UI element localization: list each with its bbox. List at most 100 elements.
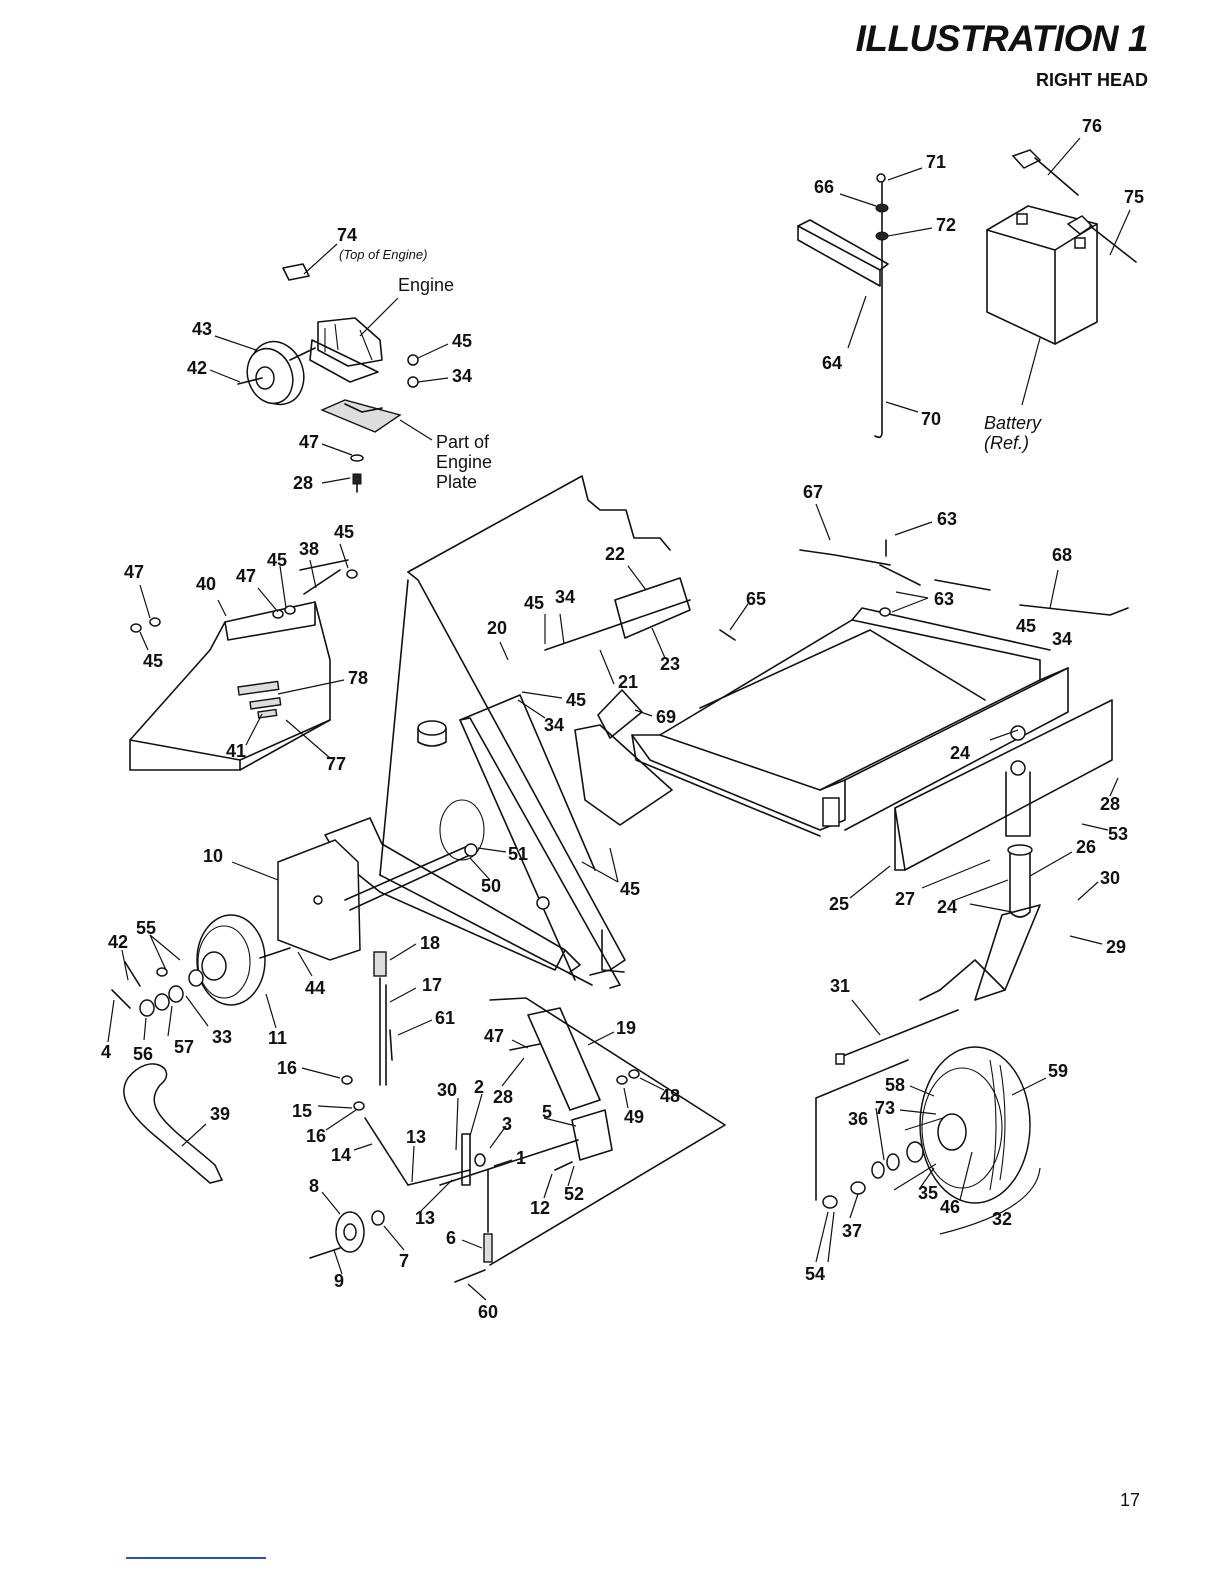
callout-43: 43 [192,319,212,339]
callout-48: 48 [660,1086,680,1106]
callout-57: 57 [174,1037,194,1057]
head-frame [277,475,673,989]
callout-51: 51 [508,844,528,864]
footer-rule [126,1557,266,1559]
callout-32: 32 [992,1209,1012,1229]
callout-7: 7 [399,1251,409,1271]
label-battery: Battery [984,413,1042,433]
callout-1: 1 [516,1148,526,1168]
callout-2: 2 [474,1077,484,1097]
callout-25: 25 [829,894,849,914]
callout-17: 17 [422,975,442,995]
callout-47: 47 [236,566,256,586]
callout-24: 24 [937,897,957,917]
callout-31: 31 [830,976,850,996]
callout-72: 72 [936,215,956,235]
idler-linkage [111,914,909,1283]
callout-45: 45 [452,331,472,351]
callout-73: 73 [875,1098,895,1118]
callout-50: 50 [481,876,501,896]
callout-19: 19 [616,1018,636,1038]
callout-26: 26 [1076,837,1096,857]
callout-28: 28 [1100,794,1120,814]
callout-29: 29 [1106,937,1126,957]
callout-23: 23 [660,654,680,674]
callout-44: 44 [305,978,325,998]
callout-37: 37 [842,1221,862,1241]
callout-78: 78 [348,668,368,688]
callout-9: 9 [334,1271,344,1291]
callout-47: 47 [484,1026,504,1046]
callout-11: 11 [268,1028,287,1048]
callout-63: 63 [934,589,954,609]
callout-18: 18 [420,933,440,953]
callout-12: 12 [530,1198,550,1218]
callout-35: 35 [918,1183,938,1203]
page-number: 17 [1120,1490,1141,1510]
callout-52: 52 [564,1184,584,1204]
callout-13: 13 [406,1127,426,1147]
callout-39: 39 [210,1104,230,1124]
callout-54: 54 [805,1264,825,1284]
callout-6: 6 [446,1228,456,1248]
callout-68: 68 [1052,545,1072,565]
callout-45: 45 [566,690,586,710]
callout-45: 45 [267,550,287,570]
tongue-frame [544,539,1129,1001]
callout-66: 66 [814,177,834,197]
callout-60: 60 [478,1302,498,1322]
callout-63: 63 [937,509,957,529]
illustration-subtitle: RIGHT HEAD [1036,70,1148,90]
callout-70: 70 [921,409,941,429]
label-top-of-engine: (Top of Engine) [339,247,427,262]
label-battery-ref: (Ref.) [984,433,1029,453]
callout-4: 4 [101,1042,111,1062]
callout-45: 45 [1016,616,1036,636]
callout-30: 30 [1100,868,1120,888]
callout-71: 71 [926,152,946,172]
callout-41: 41 [226,741,246,761]
callout-53: 53 [1108,824,1128,844]
callout-77: 77 [326,754,346,774]
callout-69: 69 [656,707,676,727]
callout-67: 67 [803,482,823,502]
wheel-assembly [822,1009,1031,1209]
callout-74: 74 [337,225,357,245]
callout-45: 45 [524,593,544,613]
callout-34: 34 [452,366,472,386]
callout-15: 15 [292,1101,312,1121]
callout-76: 76 [1082,116,1102,136]
callout-16: 16 [306,1126,326,1146]
label-engine-plate-1: Part of [436,432,490,452]
callout-58: 58 [885,1075,905,1095]
belt-guard [129,559,358,771]
callout-45: 45 [143,651,163,671]
callout-46: 46 [940,1197,960,1217]
callout-28: 28 [493,1087,513,1107]
callout-13: 13 [415,1208,435,1228]
callout-40: 40 [196,574,216,594]
battery-assembly [797,149,1137,439]
callout-38: 38 [299,539,319,559]
callout-33: 33 [212,1027,232,1047]
callout-3: 3 [502,1114,512,1134]
illustration-title: ILLUSTRATION 1 [855,18,1149,59]
engine-assembly [237,263,419,493]
callout-34: 34 [1052,629,1072,649]
callout-75: 75 [1124,187,1144,207]
callout-22: 22 [605,544,625,564]
label-engine-plate-3: Plate [436,472,477,492]
label-engine-plate-2: Engine [436,452,492,472]
callout-64: 64 [822,353,842,373]
callout-56: 56 [133,1044,153,1064]
label-engine: Engine [398,275,454,295]
callout-42: 42 [187,358,207,378]
callout-34: 34 [555,587,575,607]
callout-8: 8 [309,1176,319,1196]
leader-lines [107,137,1131,1301]
callout-61: 61 [435,1008,455,1028]
callout-30: 30 [437,1080,457,1100]
callout-28: 28 [293,473,313,493]
callout-5: 5 [542,1102,552,1122]
